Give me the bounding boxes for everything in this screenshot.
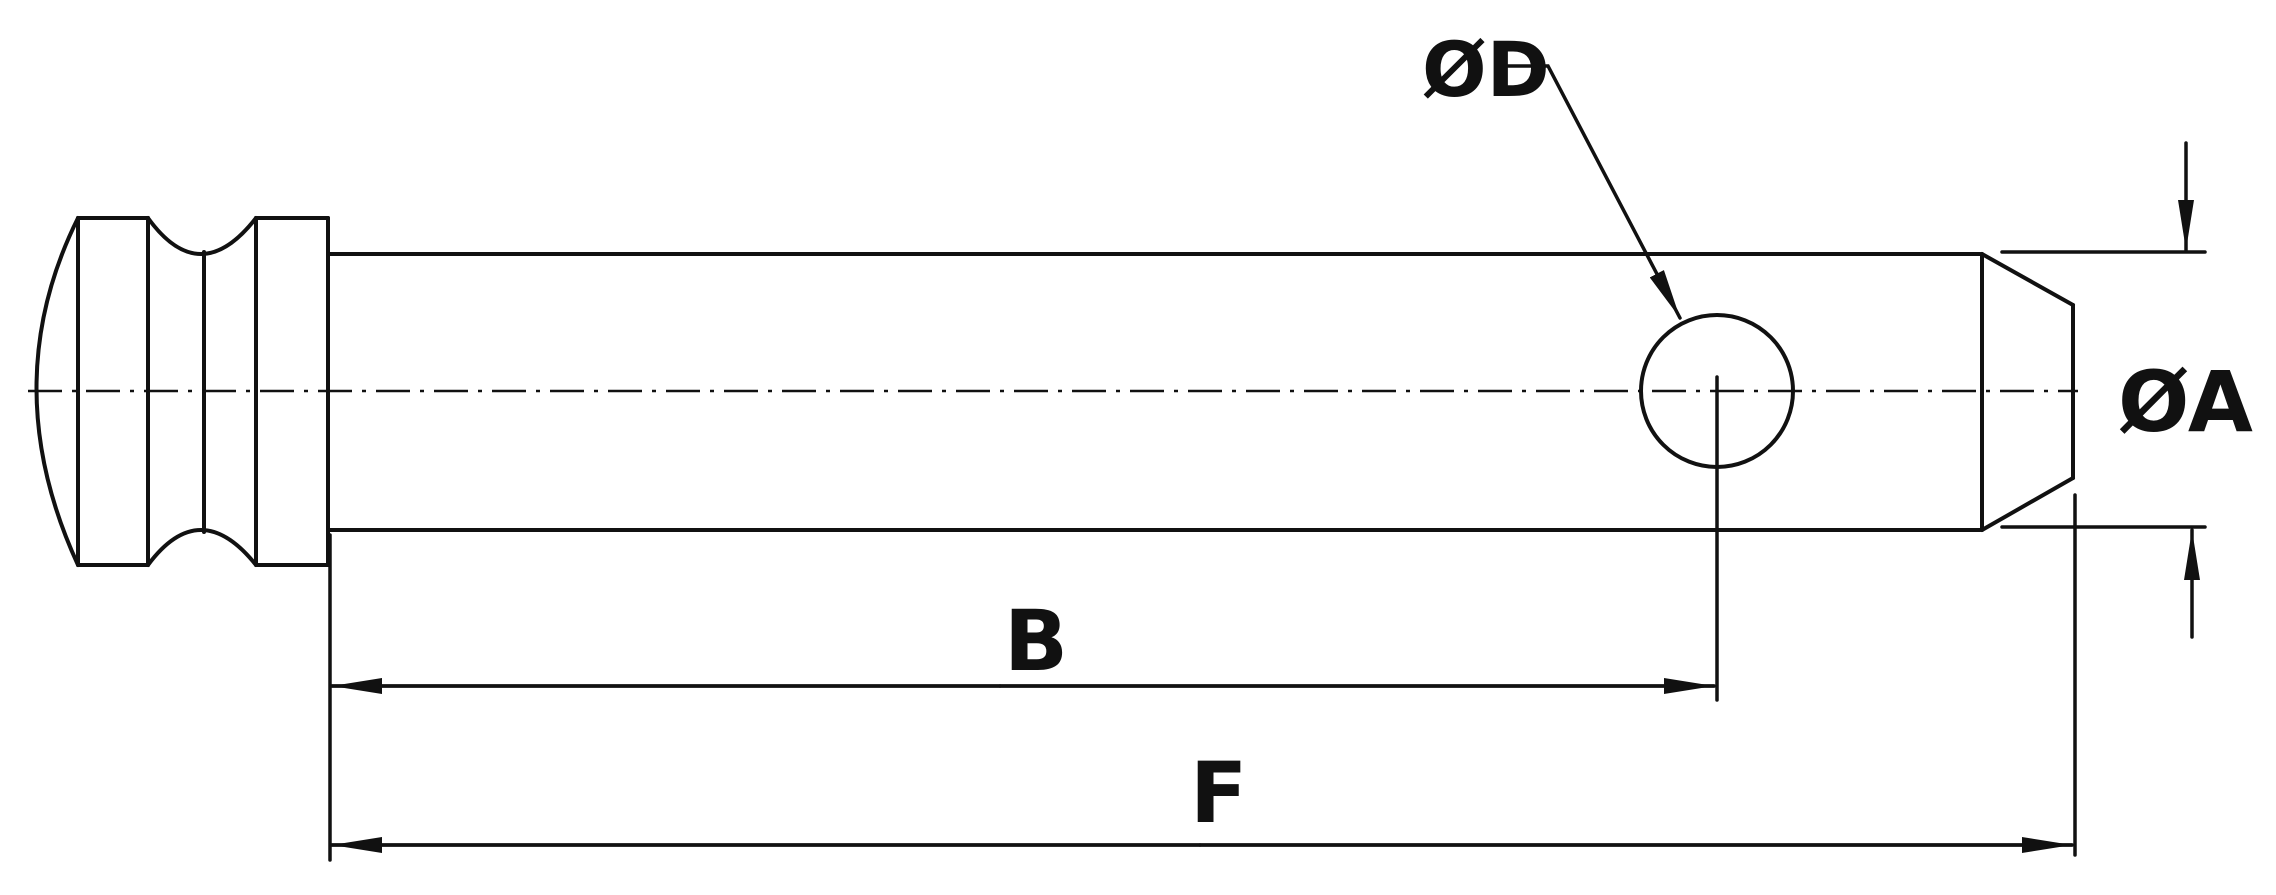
label-dia-d: ØD bbox=[1422, 25, 1550, 114]
head-dome bbox=[34, 216, 80, 567]
groove-bottom bbox=[146, 528, 258, 567]
label-dia-a: ØA bbox=[2118, 353, 2253, 451]
dia-d-leader bbox=[1496, 64, 1682, 320]
groove-top bbox=[146, 216, 258, 256]
label-f: F bbox=[1190, 744, 1247, 842]
label-b: B bbox=[1004, 592, 1068, 690]
